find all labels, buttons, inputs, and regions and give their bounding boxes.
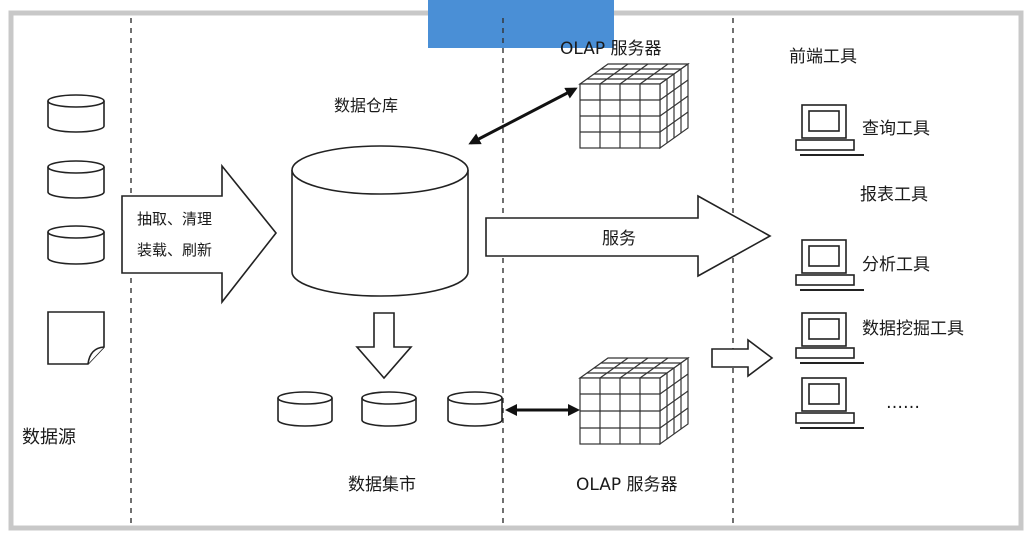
etl-arrow <box>121 163 278 305</box>
data-source-label: 数据源 <box>22 427 76 448</box>
source-database-icon-1 <box>47 94 105 133</box>
header-banner <box>428 0 614 48</box>
etl-label-line2: 装载、刷新 <box>137 241 212 259</box>
tool-label-more: …… <box>886 393 920 413</box>
olap-top-label: OLAP 服务器 <box>560 39 662 59</box>
warehouse-cylinder-icon <box>291 145 469 297</box>
computer-icon-mining <box>795 312 864 364</box>
tool-label-analysis: 分析工具 <box>862 255 930 275</box>
service-arrow <box>485 194 772 278</box>
olap-cube-icon-top <box>578 62 690 150</box>
frontend-title: 前端工具 <box>789 47 857 67</box>
olap-to-frontend-arrow <box>711 338 774 378</box>
tool-label-query: 查询工具 <box>862 119 930 139</box>
data-mart-cylinder-1 <box>277 391 333 427</box>
data-mart-cylinder-2 <box>361 391 417 427</box>
olap-bottom-label: OLAP 服务器 <box>576 475 678 495</box>
olap-cube-icon-bottom <box>578 356 690 446</box>
source-database-icon-3 <box>47 225 105 265</box>
computer-icon-analysis <box>795 239 864 291</box>
service-label: 服务 <box>602 229 636 249</box>
source-document-icon <box>47 311 105 365</box>
etl-label-line1: 抽取、清理 <box>137 210 212 228</box>
source-database-icon-2 <box>47 160 105 199</box>
data-mart-label: 数据集市 <box>348 475 416 495</box>
warehouse-label: 数据仓库 <box>334 96 398 115</box>
computer-icon-more <box>795 377 864 429</box>
warehouse-to-mart-arrow <box>355 312 413 380</box>
tool-label-mining: 数据挖掘工具 <box>862 319 964 339</box>
computer-icon-query <box>795 104 864 156</box>
tool-label-report: 报表工具 <box>860 185 928 205</box>
data-mart-cylinder-3 <box>447 391 503 427</box>
warehouse-olap-double-arrow <box>468 87 578 145</box>
